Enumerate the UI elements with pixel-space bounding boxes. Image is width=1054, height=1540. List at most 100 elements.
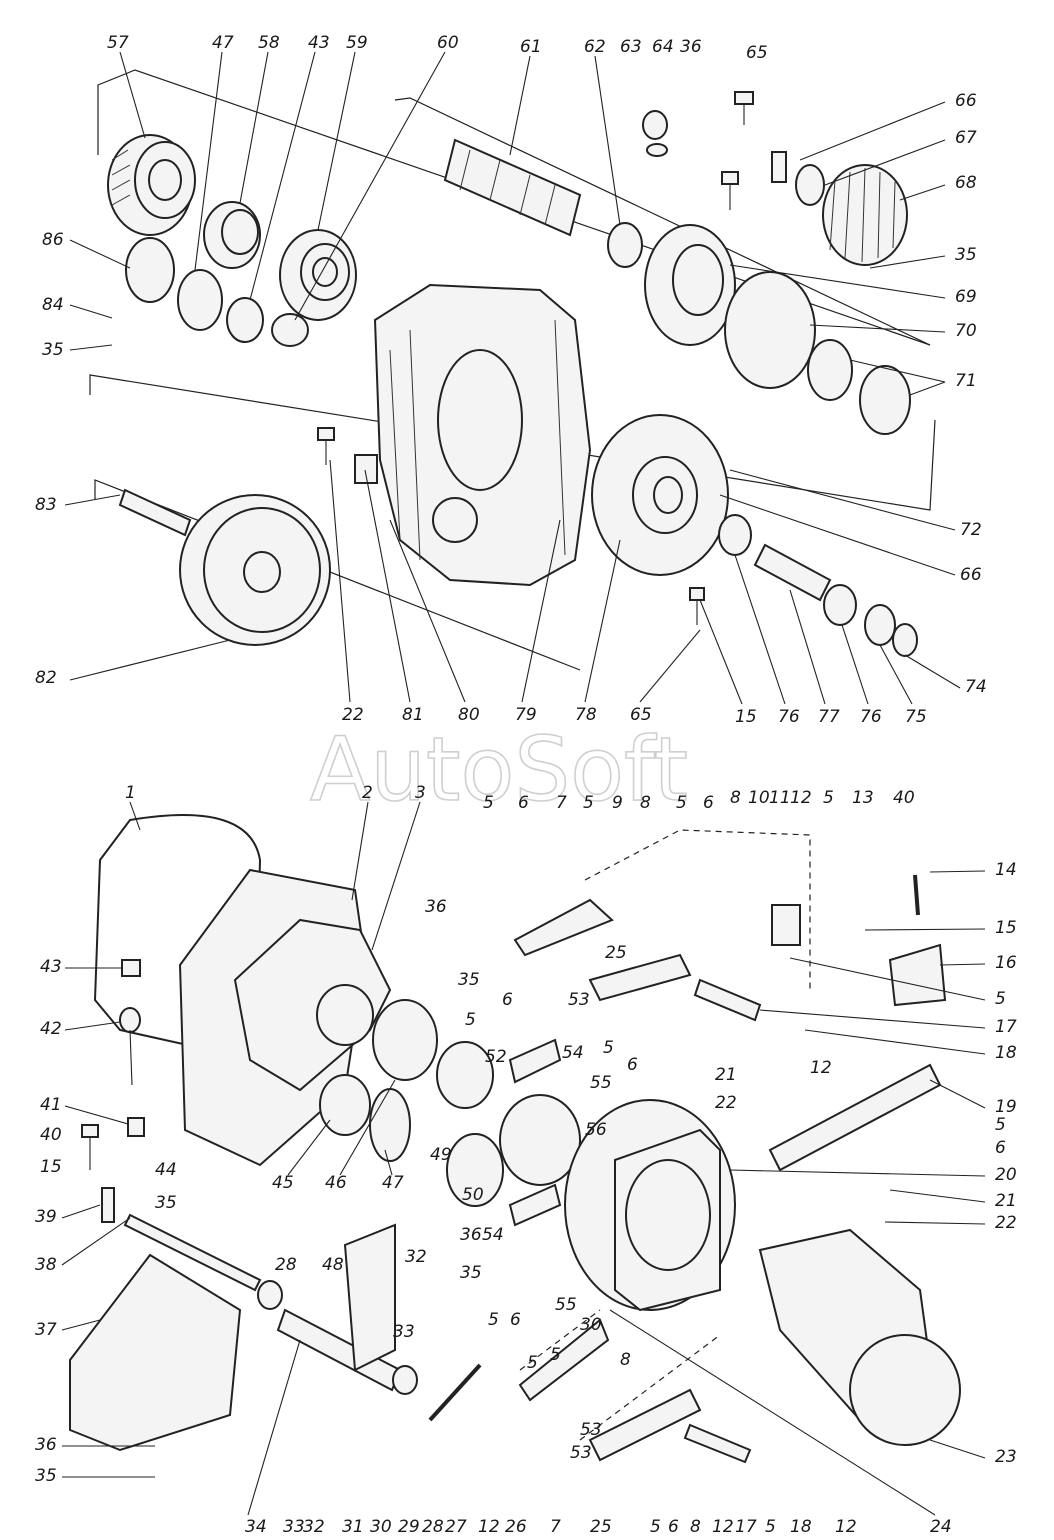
callout-22: 22 — [342, 705, 364, 725]
callout-b35c: 35 — [155, 1193, 177, 1213]
callout-b21b: 21 — [995, 1191, 1017, 1211]
callout-b47: 47 — [382, 1173, 404, 1193]
bush-28b — [392, 1365, 418, 1395]
callout-b5c: 5 — [583, 793, 594, 813]
bush-28 — [257, 1280, 283, 1310]
callout-66b: 66 — [960, 565, 982, 585]
callout-b5g: 5 — [603, 1038, 614, 1058]
callout-b25: 25 — [590, 1517, 612, 1537]
rod-27 — [428, 1363, 482, 1422]
shoe-54b — [508, 1183, 562, 1227]
callout-35b: 35 — [42, 340, 64, 360]
callout-15: 15 — [735, 707, 757, 727]
plug-64 — [642, 110, 668, 140]
nut-41 — [127, 1117, 145, 1137]
callout-b13: 13 — [852, 788, 874, 808]
callout-b35b: 35 — [458, 970, 480, 990]
callout-82: 82 — [35, 668, 57, 688]
callout-b15b: 15 — [995, 918, 1017, 938]
gear-75 — [864, 604, 896, 646]
pinion-83 — [118, 488, 192, 537]
callout-75: 75 — [905, 707, 927, 727]
callout-b8c: 8 — [620, 1350, 631, 1370]
callout-b42: 42 — [40, 1019, 62, 1039]
callout-b40b: 40 — [893, 788, 915, 808]
callout-b36: 36 — [35, 1435, 57, 1455]
bracket-16 — [888, 943, 947, 1007]
callout-58: 58 — [258, 33, 280, 53]
callout-b22a: 22 — [715, 1093, 737, 1113]
leaders-bottom — [61, 801, 986, 1516]
callout-b25b: 25 — [605, 943, 627, 963]
callout-86: 86 — [42, 230, 64, 250]
callout-b17b: 17 — [735, 1517, 757, 1537]
callout-67: 67 — [955, 128, 977, 148]
bracket-right-top — [394, 97, 931, 346]
callout-62: 62 — [584, 37, 606, 57]
callout-57: 57 — [107, 33, 129, 53]
callout-43: 43 — [308, 33, 330, 53]
bolt-40 — [81, 1124, 99, 1170]
plate-66 — [771, 151, 787, 183]
callout-b17: 17 — [995, 1017, 1017, 1037]
callout-b8b: 8 — [730, 788, 741, 808]
callout-b31: 31 — [342, 1517, 364, 1537]
pin-38 — [123, 1213, 262, 1292]
callout-b55b: 55 — [555, 1295, 577, 1315]
shaft-17b — [683, 1423, 752, 1464]
callout-b6e: 6 — [510, 1310, 521, 1330]
callout-b8a: 8 — [640, 793, 651, 813]
plug-43 — [121, 959, 141, 977]
callout-b5b: 5 — [483, 793, 494, 813]
callout-74: 74 — [965, 677, 987, 697]
flange-69 — [644, 224, 736, 346]
callout-b26: 26 — [505, 1517, 527, 1537]
callout-b20: 20 — [995, 1165, 1017, 1185]
bearing-76a — [718, 514, 752, 556]
callout-b33b: 33 — [393, 1322, 415, 1342]
leaders-top — [64, 51, 961, 705]
lever-8b — [588, 953, 692, 1002]
callout-b33: 33 — [283, 1517, 305, 1537]
callout-b29: 29 — [398, 1517, 420, 1537]
callout-b35d: 35 — [460, 1263, 482, 1283]
callout-b28: 28 — [275, 1255, 297, 1275]
bracket-lower — [94, 479, 581, 671]
bearing-45 — [319, 1074, 371, 1136]
bearing-59 — [279, 229, 357, 321]
bolt-22 — [317, 427, 335, 465]
callout-b6g: 6 — [668, 1517, 679, 1537]
disc-50 — [446, 1133, 504, 1207]
dashed-groups — [519, 829, 811, 1441]
callout-b5j: 5 — [527, 1353, 538, 1373]
gear-68 — [822, 164, 908, 266]
ring-63 — [646, 143, 668, 157]
callout-68: 68 — [955, 173, 977, 193]
callout-84: 84 — [42, 295, 64, 315]
callout-b6d: 6 — [627, 1055, 638, 1075]
callout-b48: 48 — [322, 1255, 344, 1275]
callout-72: 72 — [960, 520, 982, 540]
callout-b5k: 5 — [550, 1345, 561, 1365]
callout-79: 79 — [515, 705, 537, 725]
callout-b7b: 7 — [556, 793, 567, 813]
callout-b53b: 53 — [570, 1443, 592, 1463]
callout-b30: 30 — [370, 1517, 392, 1537]
callout-b5m: 5 — [765, 1517, 776, 1537]
plate-3 — [233, 918, 392, 1092]
callout-b5f: 5 — [995, 989, 1006, 1009]
shaft-61 — [443, 138, 582, 237]
callout-b54a: 54 — [562, 1043, 584, 1063]
bottom-assembly — [69, 814, 961, 1464]
drum-56 — [499, 1094, 581, 1186]
callout-66: 66 — [955, 91, 977, 111]
callout-b36b: 36 — [425, 897, 447, 917]
bearing-76b — [823, 584, 857, 626]
bearing-57 — [107, 134, 196, 236]
callout-76b: 76 — [860, 707, 882, 727]
lever-32 — [343, 1223, 396, 1372]
callout-b5e: 5 — [823, 788, 834, 808]
callout-81: 81 — [402, 705, 424, 725]
callout-b5i: 5 — [995, 1115, 1006, 1135]
